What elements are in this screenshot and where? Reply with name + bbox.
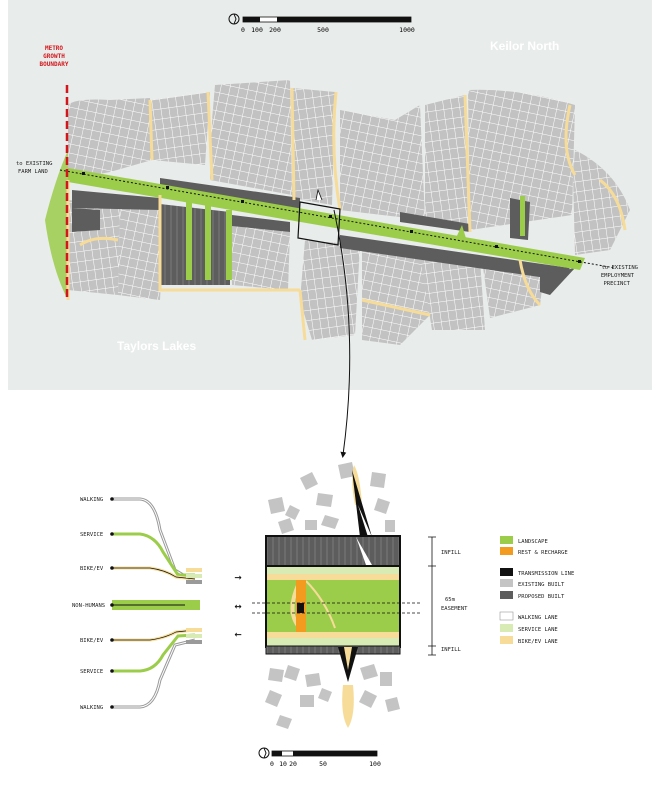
legend-label: LANDSCAPE [518,539,548,545]
scale-tick: 10 [279,760,287,768]
scale-tick: 20 [289,760,297,768]
legend-label: REST & RECHARGE [518,550,568,556]
svg-text:to EXISTING: to EXISTING [602,265,638,271]
transmission-line [59,169,616,269]
legend-swatch [500,579,513,587]
transmission-tower [297,603,304,613]
lane-label: SERVICE [80,669,103,675]
legend-swatch [500,591,513,599]
lane-label: WALKING [80,497,103,503]
scale-tick: 0 [241,26,245,34]
arrow-left-icon: ← [234,627,241,641]
legend-swatch [500,547,513,555]
tower-spur-north [352,470,372,537]
lane-label: WALKING [80,705,103,711]
legend-swatch [500,568,513,576]
lane-lines [112,497,200,709]
legend-swatch [500,624,513,632]
place-label-north: Keilor North [490,39,559,53]
scale-tick: 100 [369,760,381,768]
context-buildings-top [268,462,395,534]
legend-swatch [499,611,514,621]
scale-tick: 500 [317,26,329,34]
legend-label: WALKING LANE [518,615,558,621]
legend: LANDSCAPE REST & RECHARGE TRANSMISSION LIN… [499,536,574,645]
zone-label: INFILL [441,550,462,556]
zone-labels: INFILL 65m EASEMENT INFILL [441,550,468,653]
svg-text:BOUNDARY: BOUNDARY [40,61,69,68]
place-label-south: Taylors Lakes [117,339,196,353]
scale-tick: 50 [319,760,327,768]
svg-text:METRO: METRO [45,45,63,52]
lane-label: BIKE/EV [80,638,104,644]
scale-tick: 200 [269,26,281,34]
scale-bar-top: 0 100 200 500 1000 [228,13,415,34]
boundary-label: METRO GROWTH BOUNDARY [40,45,69,68]
lane-label: SERVICE [80,532,103,538]
landscape-corridor [68,168,585,270]
arrow-both-icon: ↔ [234,599,241,613]
scale-tick: 0 [270,760,274,768]
lane-endpoints [110,497,114,709]
svg-text:GROWTH: GROWTH [43,53,65,60]
farmland-wedge [45,150,68,300]
proposed-built-areas [72,178,575,295]
legend-swatch [500,536,513,544]
path-north [352,465,362,505]
context-buildings-bottom [265,664,400,729]
svg-text:FARM LAND: FARM LAND [18,169,48,175]
scale-tick: 1000 [399,26,415,34]
lane-label: BIKE/EV [80,566,104,572]
direction-arrows: → ↔ ← [234,570,241,641]
transmission-towers [82,172,581,263]
infill-bottom [265,645,401,655]
zone-label: INFILL [441,647,462,653]
zone-label: 65m [445,597,456,603]
path-south [342,685,354,728]
lane-labels: WALKING SERVICE BIKE/EV NON-HUMANS BIKE/… [72,497,105,711]
legend-swatch [500,636,513,644]
right-link-label: to EXISTING EMPLOYMENT PRECINCT [601,265,638,287]
legend-label: PROPOSED BUILT [518,594,565,600]
zoom-arrow [333,209,351,458]
easement-lines [252,602,420,614]
zoom-frame [297,201,341,246]
lane-label: NON-HUMANS [72,603,105,609]
legend-label: EXISTING BUILT [518,582,565,588]
legend-label: SERVICE LANE [518,627,558,633]
svg-text:PRECINCT: PRECINCT [604,281,631,287]
left-link-label: to EXISTING FARM LAND [16,161,52,175]
infill-top [265,535,401,567]
existing-built-areas [68,80,630,345]
svg-text:to EXISTING: to EXISTING [16,161,52,167]
legend-label: BIKE/EV LANE [518,639,558,645]
scale-bar-bottom: 0 10 20 50 100 [258,747,381,768]
scale-tick: 100 [251,26,263,34]
arrow-right-icon: → [234,570,241,584]
legend-label: TRANSMISSION LINE [518,571,574,577]
lane-stubs [186,568,202,644]
svg-text:EMPLOYMENT: EMPLOYMENT [601,273,635,279]
zone-label: EASEMENT [441,606,468,612]
